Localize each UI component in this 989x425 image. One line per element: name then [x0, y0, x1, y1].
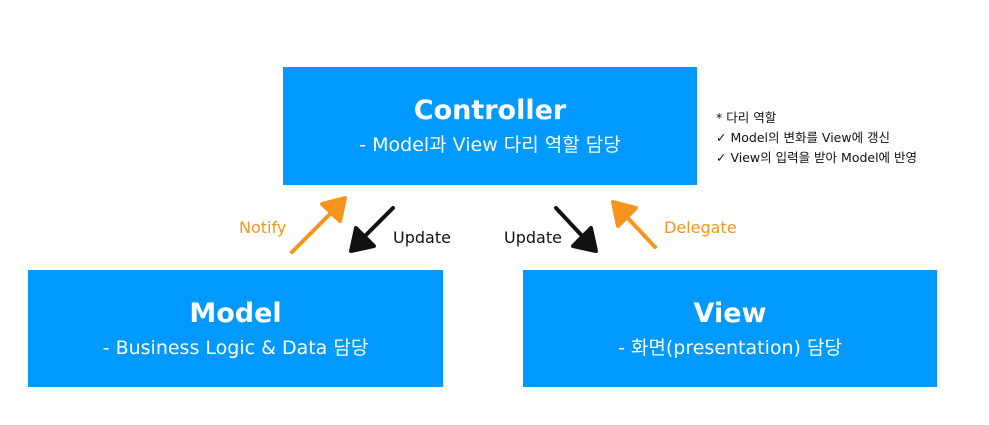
controller-title: Controller: [413, 95, 567, 126]
update-right-arrow-icon: [554, 206, 598, 253]
delegate-label: Delegate: [664, 218, 737, 237]
notify-arrow-icon: [290, 196, 347, 254]
model-box: Model - Business Logic & Data 담당: [28, 270, 443, 387]
update-right-label: Update: [504, 228, 562, 247]
controller-box: Controller - Model과 View 다리 역할 담당: [283, 67, 697, 185]
model-subtitle: - Business Logic & Data 담당: [102, 336, 369, 359]
controller-note: * 다리 역할 ✓ Model의 변화를 View에 갱신 ✓ View의 입력…: [716, 108, 917, 168]
controller-subtitle: - Model과 View 다리 역할 담당: [359, 134, 621, 156]
model-title: Model: [189, 297, 282, 329]
update-left-label: Update: [393, 228, 451, 247]
delegate-arrow-icon: [611, 200, 657, 249]
view-subtitle: - 화면(presentation) 담당: [618, 336, 842, 359]
note-line-2: ✓ Model의 변화를 View에 갱신: [716, 130, 891, 145]
note-line-3: ✓ View의 입력을 받아 Model에 반영: [716, 150, 918, 165]
note-line-1: * 다리 역할: [716, 110, 777, 125]
notify-label: Notify: [239, 218, 287, 237]
view-title: View: [693, 297, 767, 329]
view-box: View - 화면(presentation) 담당: [523, 270, 937, 387]
update-left-arrow-icon: [349, 206, 395, 253]
